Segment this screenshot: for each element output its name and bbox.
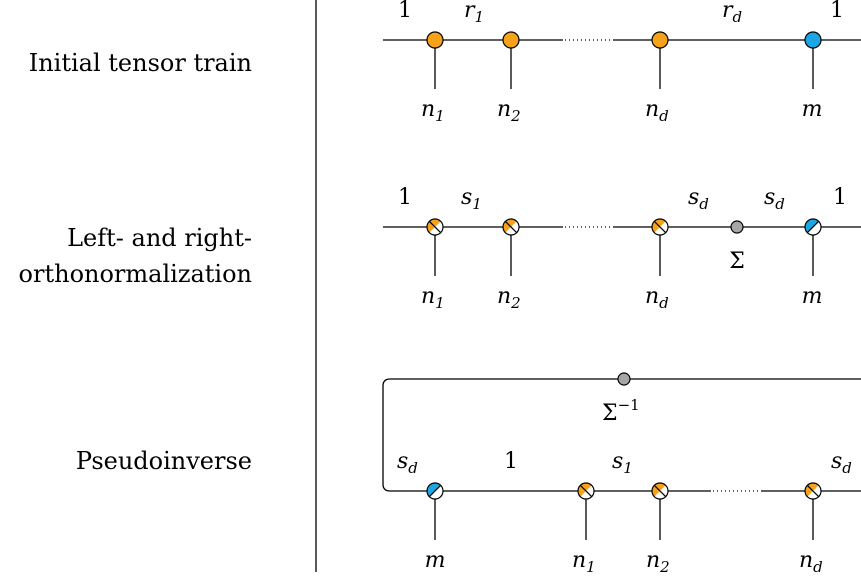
tt1-rank-left: 1 [398, 0, 412, 23]
tt1-core-2 [502, 31, 520, 49]
tt2-core-2 [502, 218, 520, 236]
row-pseudoinverse: Σ−1 sd 1 s1 sd m n1 n2 nd [382, 372, 861, 576]
tt1-leg-label-d: nd [645, 97, 669, 125]
pinv-sigma-inv-node [617, 372, 631, 386]
tt1-leg-label-1: n1 [421, 97, 445, 125]
row-label-pseudoinverse: Pseudoinverse [76, 447, 252, 475]
pinv-leg-label-1: n1 [572, 548, 596, 576]
tt1-rank-d: rd [722, 0, 742, 26]
row-label-initial: Initial tensor train [29, 49, 252, 77]
pinv-rank-one: 1 [504, 449, 518, 474]
pinv-leg-label-m: m [425, 548, 446, 573]
pinv-sigma-inv-label: Σ−1 [602, 396, 640, 426]
row-orthonormalization: 1 s1 sd sd 1 Σ n1 n2 nd m [383, 185, 861, 312]
row-initial-tensor-train: 1 r1 rd 1 n1 n2 nd m [383, 0, 861, 125]
tt2-rank-d-right: sd [764, 185, 785, 213]
pinv-leg-label-d: nd [799, 548, 823, 576]
tt1-rank-right: 1 [830, 0, 844, 23]
pinv-core-2 [651, 482, 669, 500]
row-label-ortho-line1: Left- and right- [67, 224, 252, 252]
pinv-core-out [426, 482, 444, 500]
tt2-rank-left: 1 [398, 185, 412, 210]
tt2-rank-right: 1 [833, 185, 847, 210]
pinv-core-d [804, 482, 822, 500]
tt2-core-d [651, 218, 669, 236]
pinv-rank-s-1: s1 [612, 449, 633, 477]
tt2-rank-d-left: sd [688, 185, 709, 213]
tt1-core-d [651, 31, 669, 49]
tt1-leg-label-2: n2 [497, 97, 521, 125]
pinv-rank-s-d-left: sd [397, 449, 418, 477]
row-label-ortho-line2: orthonormalization [19, 260, 252, 288]
tt2-leg-label-m: m [802, 284, 823, 309]
pinv-leg-label-2: n2 [646, 548, 670, 576]
tt2-leg-label-2: n2 [497, 284, 521, 312]
tt2-leg-label-1: n1 [421, 284, 445, 312]
tt1-leg-label-m: m [802, 97, 823, 122]
tt2-rank-1: s1 [461, 185, 482, 213]
pinv-loop-wire [382, 378, 861, 492]
pinv-core-1 [577, 482, 595, 500]
pinv-rank-s-d-right: sd [831, 449, 852, 477]
tt2-core-1 [426, 218, 444, 236]
tt2-leg-label-d: nd [645, 284, 669, 312]
tt2-sigma-label: Σ [729, 249, 745, 274]
tt2-core-out [804, 218, 822, 236]
tt1-core-out [804, 31, 822, 49]
tt2-sigma-node [730, 220, 744, 234]
tt1-core-1 [426, 31, 444, 49]
tt1-rank-1: r1 [464, 0, 484, 26]
